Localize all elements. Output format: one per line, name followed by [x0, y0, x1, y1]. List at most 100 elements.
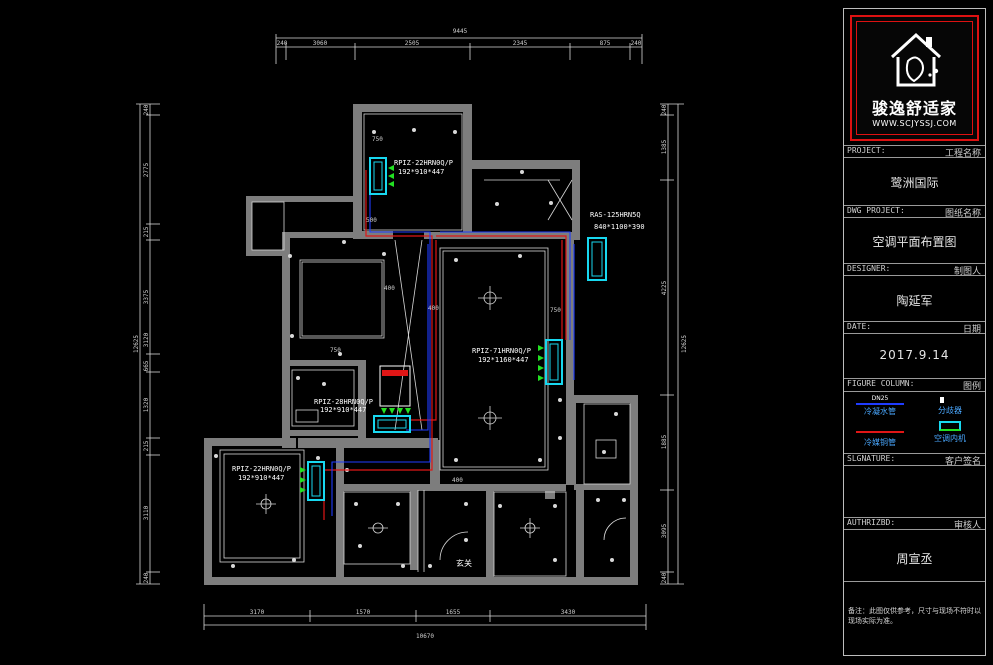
legend-condensate-text: 冷凝水管: [864, 407, 896, 416]
unit-4-size: 192*910*447: [320, 406, 366, 414]
plan-dim: 400: [428, 305, 439, 312]
dim-left-seg: 2775: [143, 162, 150, 177]
date-header-divider: [844, 321, 985, 334]
dim-bottom-seg: 1655: [446, 609, 461, 616]
dim-right-seg: 4225: [661, 280, 668, 295]
dim-left-total: 12625: [133, 335, 140, 353]
indoor-unit-icon: [939, 421, 961, 431]
authorized-label: AUTHRIZBD:: [847, 518, 896, 527]
authorized-value: 周宣丞: [896, 552, 933, 566]
date-value: 2017.9.14: [879, 348, 950, 362]
dim-left-seg: 3110: [143, 505, 150, 520]
condensate-pipes: [331, 172, 575, 516]
dwg-label-cn: 图纸名称: [944, 209, 981, 219]
designer-header-divider: [844, 263, 985, 276]
dim-left-seg: 3120: [143, 332, 150, 347]
legend-refrigerant: 冷媒铜管: [852, 425, 908, 448]
dim-right-seg: 3095: [661, 523, 668, 538]
signature-label-cn: 客户签名: [944, 457, 981, 467]
dim-top-seg: 875: [600, 40, 611, 47]
legend-branch: 分歧器: [920, 395, 980, 416]
logo-frame: [856, 21, 973, 135]
unit-3-model: RPIZ-71HRN0Q/P: [472, 347, 531, 355]
dimension-lines: [136, 34, 684, 630]
unit-labels: RPIZ-22HRN0Q/P 192*910*447 RAS-125HRN5Q …: [232, 159, 645, 482]
dim-left-seg: 240: [143, 572, 150, 583]
signature-label: SLGNATURE:: [847, 454, 896, 463]
legend-divider: [844, 391, 985, 392]
dim-left-seg: 240: [143, 104, 150, 115]
plan-dim: 400: [452, 477, 463, 484]
note-section: 备注：此图仅供参考，尺寸与现场不符时以现场实际为准。: [844, 581, 985, 656]
dwg-label: DWG PROJECT:: [847, 206, 905, 215]
legend-branch-text: 分歧器: [938, 406, 962, 415]
project-label-cn: 工程名称: [944, 149, 981, 159]
legend-refrigerant-text: 冷媒铜管: [864, 438, 896, 447]
plan-dim: 400: [384, 285, 395, 292]
dim-top-seg: 240: [631, 40, 642, 47]
dim-top-seg: 240: [277, 40, 288, 47]
branch-pipe-icon: [940, 397, 960, 403]
figure-label-cn: 图例: [962, 382, 981, 392]
walls: [204, 104, 638, 585]
designer-label: DESIGNER:: [847, 264, 891, 273]
company-logo: 骏逸舒适家 WWW.SCJYSSJ.COM: [850, 15, 979, 141]
plan-dim: 750: [550, 307, 561, 314]
dim-top-seg: 2345: [513, 40, 528, 47]
unit-1-size: 192*910*447: [398, 168, 444, 176]
plan-dim: 750: [372, 136, 383, 143]
legend-condensate-mark: DN25: [871, 395, 889, 402]
dim-bottom-total: 10670: [416, 633, 434, 640]
dwg-value: 空调平面布置图: [872, 235, 957, 249]
dim-right-total: 12625: [681, 335, 688, 353]
logo-brand-text: 骏逸舒适家: [871, 99, 957, 118]
refrigerant-line-icon: [856, 431, 904, 433]
dim-left-seg: 1320: [143, 397, 150, 412]
ac-units: [300, 157, 607, 501]
authorized-header-divider: [844, 517, 985, 530]
note-text: 备注：此图仅供参考，尺寸与现场不符时以现场实际为准。: [848, 607, 981, 625]
project-label: PROJECT:: [847, 146, 886, 155]
dim-right-seg: 240: [661, 104, 668, 115]
unit-3-size: 192*1160*447: [478, 356, 529, 364]
plan-dim: 750: [330, 347, 341, 354]
dim-top-seg: 3060: [313, 40, 328, 47]
legend-condensate: DN25 冷凝水管: [852, 395, 908, 417]
unit-2-model: RAS-125HRN5Q: [590, 211, 641, 219]
dim-top-total: 9445: [453, 28, 468, 35]
interior-dimensions: 750 500 400 750 400 750 400: [330, 136, 561, 484]
dim-left-seg: 665: [143, 360, 150, 371]
unit-5-model: RPIZ-22HRN0Q/P: [232, 465, 291, 473]
unit-4-model: RPIZ-28HRN0Q/P: [314, 398, 373, 406]
lighting-fixtures: [256, 286, 540, 538]
authorized-label-cn: 审核人: [953, 521, 981, 531]
dim-right-seg: 1885: [661, 434, 668, 449]
unit-2-size: 840*1100*390: [594, 223, 645, 231]
dim-bottom-seg: 1570: [356, 609, 371, 616]
date-label-cn: 日期: [962, 325, 981, 335]
dim-top-seg: 2505: [405, 40, 420, 47]
project-value: 鹭洲国际: [890, 176, 939, 190]
project-header-divider: [844, 145, 985, 158]
dim-right-seg: 1385: [661, 139, 668, 154]
legend-indoor-unit: 空调内机: [920, 421, 980, 444]
ceiling-outlines: [219, 113, 631, 577]
figure-label: FIGURE COLUMN:: [847, 379, 915, 388]
dim-left-seg: 215: [143, 440, 150, 451]
dim-left-seg: 3375: [143, 289, 150, 304]
legend-indoor-unit-text: 空调内机: [934, 434, 966, 443]
unit-5-size: 192*910*447: [238, 474, 284, 482]
unit-1-model: RPIZ-22HRN0Q/P: [394, 159, 453, 167]
designer-value: 陶延军: [896, 294, 933, 308]
designer-label-cn: 制图人: [953, 267, 981, 277]
dim-right-seg: 240: [661, 572, 668, 583]
signature-header-divider: [844, 453, 985, 466]
dimension-text-group: 9445 240 3060 2505 2345 875 240 10670 31…: [133, 28, 688, 640]
dim-bottom-seg: 3430: [561, 609, 576, 616]
date-label: DATE:: [847, 322, 872, 331]
plan-dim: 500: [366, 217, 377, 224]
dim-left-seg: 215: [143, 226, 150, 237]
downlights: [214, 128, 626, 568]
